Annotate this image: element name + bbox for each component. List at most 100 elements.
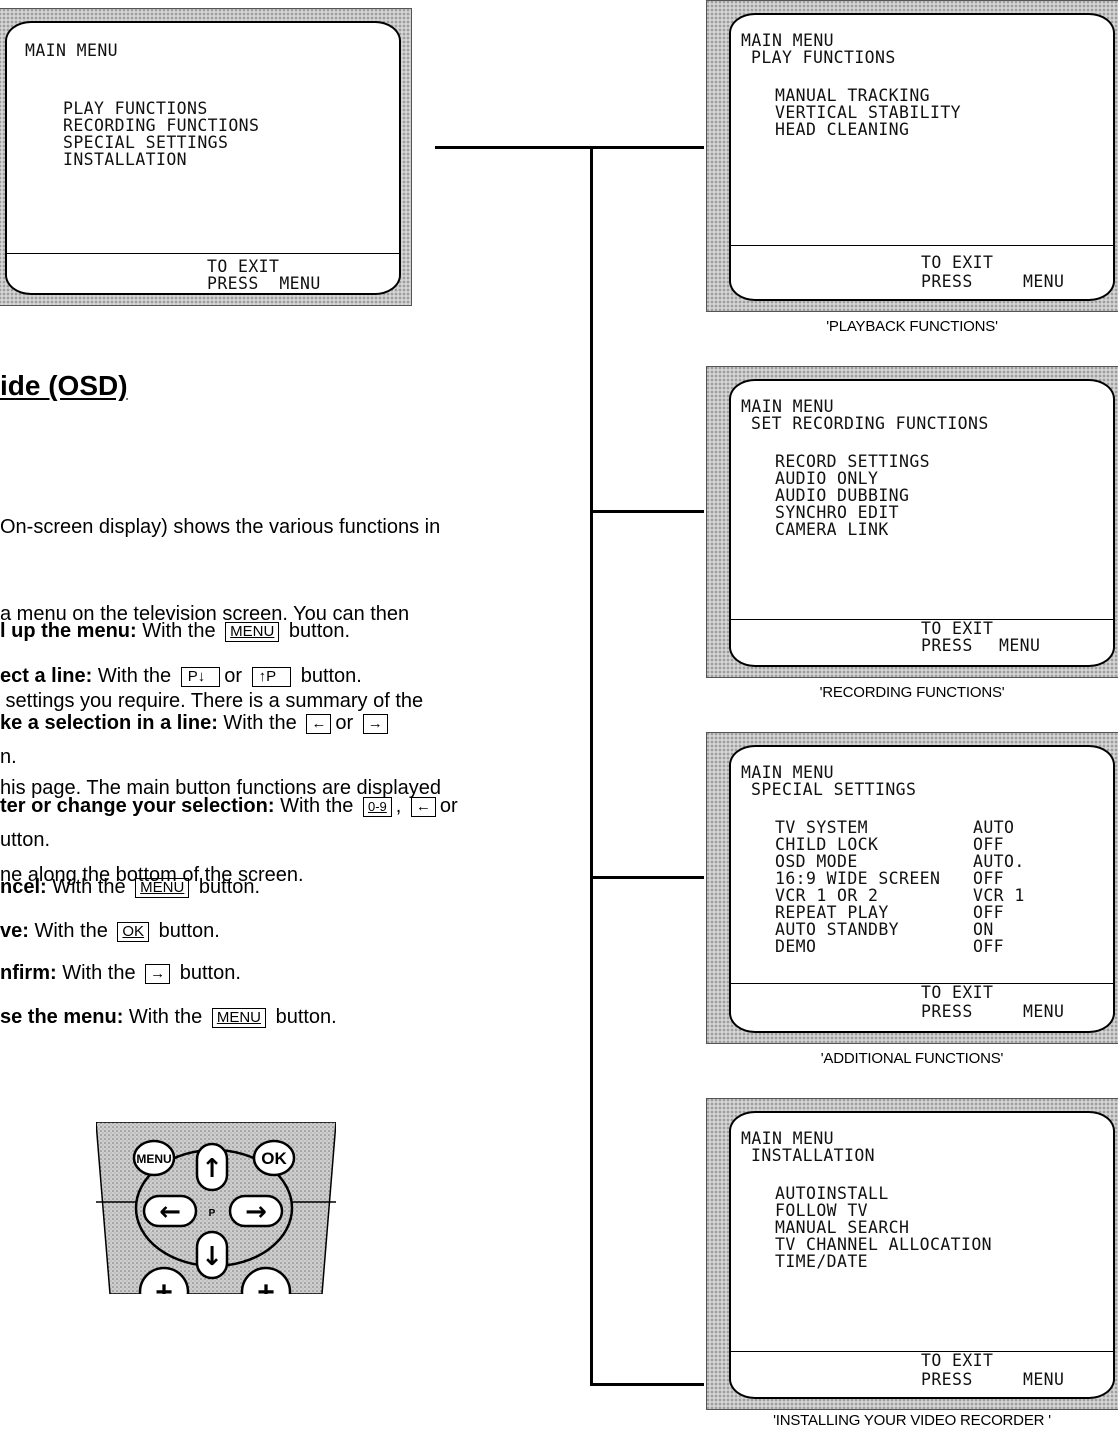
menu-item-audio-only: AUDIO ONLY xyxy=(775,471,878,487)
setting-value-wide-screen: OFF xyxy=(973,871,1004,887)
footer-menu: MENU xyxy=(1023,274,1064,290)
step-cancel: ncel: With the MENU button. xyxy=(0,876,260,899)
or-text: or xyxy=(224,665,242,687)
setting-value-demo: OFF xyxy=(973,939,1004,955)
menu-item-vertical-stability: VERTICAL STABILITY xyxy=(775,105,961,121)
connector-horizontal-main xyxy=(435,146,593,149)
step-make-selection: ke a selection in a line: With the ←or → xyxy=(0,712,392,735)
step-save: ve: With the OK button. xyxy=(0,920,220,943)
menu-item-special-settings: SPECIAL SETTINGS xyxy=(63,135,228,151)
plus-glyph-right: + xyxy=(257,1276,275,1294)
caption-additional-functions: 'ADDITIONAL FUNCTIONS' xyxy=(706,1050,1118,1067)
screen-subtitle: PLAY FUNCTIONS xyxy=(751,50,896,66)
step-text: With the xyxy=(275,795,354,817)
step-select-line: ect a line: With the P↓or ↑P button. xyxy=(0,665,362,688)
step-text: With the xyxy=(29,920,108,942)
plus-glyph-left: + xyxy=(155,1276,173,1294)
setting-label-vcr-1-or-2: VCR 1 OR 2 xyxy=(775,888,878,904)
footer-press: PRESS xyxy=(921,274,973,290)
menu-item-camera-link: CAMERA LINK xyxy=(775,522,889,538)
footer-press: PRESS xyxy=(921,1004,973,1020)
step-text: button. xyxy=(153,920,220,942)
footer-press: PRESS xyxy=(921,1372,973,1388)
menu-item-synchro-edit: SYNCHRO EDIT xyxy=(775,505,899,521)
p-up-key: ↑P xyxy=(252,667,292,687)
menu-key: MENU xyxy=(225,622,279,642)
section-heading: ide (OSD) xyxy=(0,370,128,402)
setting-label-auto-standby: AUTO STANDBY xyxy=(775,922,899,938)
connector-branch-special xyxy=(590,876,704,879)
step-text: With the xyxy=(57,962,136,984)
footer-divider xyxy=(7,253,399,254)
step-label: nfirm: xyxy=(0,962,57,984)
main-menu-screen: MAIN MENU PLAY FUNCTIONS RECORDING FUNCT… xyxy=(5,21,401,295)
installation-screen: MAIN MENU INSTALLATION AUTOINSTALL FOLLO… xyxy=(729,1111,1115,1399)
footer-press-menu: PRESS MENU xyxy=(207,276,321,292)
setting-value-repeat-play: OFF xyxy=(973,905,1004,921)
menu-item-recording-functions: RECORDING FUNCTIONS xyxy=(63,118,259,134)
step-text: button. xyxy=(193,876,260,898)
step-label: l up the menu: xyxy=(0,620,137,642)
footer-press: PRESS xyxy=(921,638,973,654)
intro-line: On-screen display) shows the various fun… xyxy=(0,513,441,542)
menu-item-time-date: TIME/DATE xyxy=(775,1254,868,1270)
menu-item-tv-channel-allocation: TV CHANNEL ALLOCATION xyxy=(775,1237,992,1253)
comma: , xyxy=(396,795,402,817)
setting-value-child-lock: OFF xyxy=(973,837,1004,853)
right-arrow-glyph: → xyxy=(245,1197,267,1227)
menu-key: MENU xyxy=(212,1008,266,1028)
ok-button-label: OK xyxy=(261,1149,287,1168)
down-arrow-glyph: ↓ xyxy=(201,1242,223,1272)
setting-label-wide-screen: 16:9 WIDE SCREEN xyxy=(775,871,940,887)
caption-playback-functions: 'PLAYBACK FUNCTIONS' xyxy=(706,318,1118,335)
setting-value-osd-mode: AUTO. xyxy=(973,854,1025,870)
footer-menu: MENU xyxy=(1023,1372,1064,1388)
menu-item-audio-dubbing: AUDIO DUBBING xyxy=(775,488,909,504)
connector-branch-recording xyxy=(590,510,704,513)
step-text: button. xyxy=(270,1006,337,1028)
connector-vertical-trunk xyxy=(590,146,593,1386)
special-settings-screen: MAIN MENU SPECIAL SETTINGS TV SYSTEM AUT… xyxy=(729,745,1115,1033)
play-functions-tv: MAIN MENU PLAY FUNCTIONS MANUAL TRACKING… xyxy=(706,0,1118,312)
menu-item-autoinstall: AUTOINSTALL xyxy=(775,1186,889,1202)
digits-key: 0-9 xyxy=(363,797,392,817)
menu-item-follow-tv: FOLLOW TV xyxy=(775,1203,868,1219)
recording-functions-screen: MAIN MENU SET RECORDING FUNCTIONS RECORD… xyxy=(729,379,1115,667)
special-settings-tv: MAIN MENU SPECIAL SETTINGS TV SYSTEM AUT… xyxy=(706,732,1118,1044)
footer-to-exit: TO EXIT xyxy=(207,259,279,275)
step-text: With the xyxy=(218,712,297,734)
setting-value-tv-system: AUTO xyxy=(973,820,1014,836)
right-arrow-key: → xyxy=(363,714,388,734)
setting-label-repeat-play: REPEAT PLAY xyxy=(775,905,889,921)
step-label: se the menu: xyxy=(0,1006,123,1028)
screen-title: MAIN MENU xyxy=(741,765,834,781)
menu-item-play-functions: PLAY FUNCTIONS xyxy=(63,101,208,117)
step-text: With the xyxy=(47,876,126,898)
menu-key: MENU xyxy=(135,878,189,898)
screen-title: MAIN MENU xyxy=(741,399,834,415)
setting-value-vcr-1-or-2: VCR 1 xyxy=(973,888,1025,904)
screen-title: MAIN MENU xyxy=(741,1131,834,1147)
step-enter-change-cont: utton. xyxy=(0,829,50,852)
footer-menu: MENU xyxy=(1023,1004,1064,1020)
step-label: ect a line: xyxy=(0,665,92,687)
setting-label-demo: DEMO xyxy=(775,939,816,955)
screen-title: MAIN MENU xyxy=(741,33,834,49)
step-text: button. xyxy=(174,962,241,984)
remote-control-illustration: MENU OK ↑ ↓ ← → P + + xyxy=(96,1122,336,1294)
connector-branch-play xyxy=(590,146,704,149)
step-text: With the xyxy=(92,665,171,687)
menu-item-manual-search: MANUAL SEARCH xyxy=(775,1220,909,1236)
step-text: With the xyxy=(137,620,216,642)
footer-divider xyxy=(731,245,1113,246)
setting-label-child-lock: CHILD LOCK xyxy=(775,837,878,853)
main-menu-title: MAIN MENU xyxy=(25,43,118,59)
step-enter-change: ter or change your selection: With the 0… xyxy=(0,795,458,818)
screen-subtitle: INSTALLATION xyxy=(751,1148,875,1164)
menu-item-record-settings: RECORD SETTINGS xyxy=(775,454,930,470)
p-down-key: P↓ xyxy=(181,667,221,687)
setting-value-auto-standby: ON xyxy=(973,922,994,938)
footer-to-exit: TO EXIT xyxy=(921,255,993,271)
step-label: ter or change your selection: xyxy=(0,795,275,817)
up-arrow-glyph: ↑ xyxy=(201,1154,223,1184)
